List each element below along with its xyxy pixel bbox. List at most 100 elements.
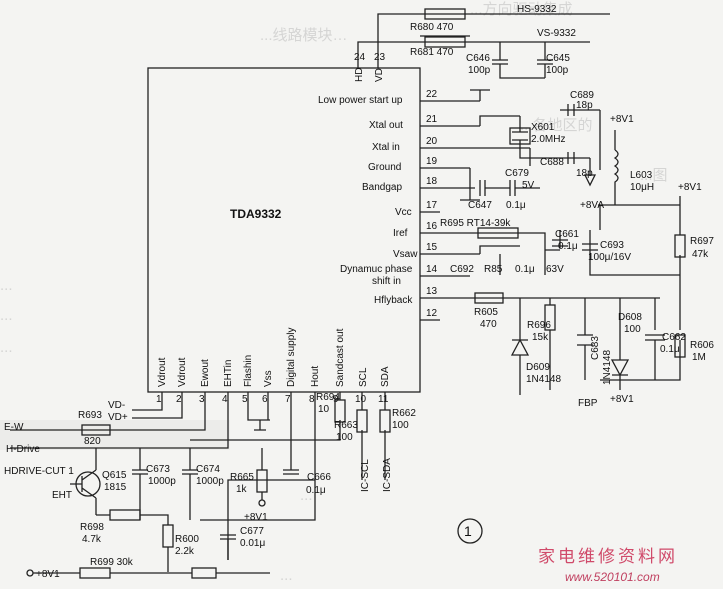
label-c647-val: 0.1μ [506, 200, 526, 211]
r605-body [474, 292, 504, 304]
label-c679: C679 [505, 168, 529, 179]
c645-c646-caps [492, 42, 553, 79]
label-r697-val: 47k [692, 249, 709, 260]
label-c646: C646 [466, 53, 490, 64]
label-c647: C647 [468, 200, 492, 211]
bleed-text-6: ... [0, 307, 13, 324]
label-c689-val: 18p [576, 100, 593, 111]
label-c693: C693 [600, 240, 624, 251]
bottom-pin-wires [10, 392, 386, 560]
pin-num-24: 24 [354, 52, 366, 63]
label-c666-val: 0.1μ [306, 485, 326, 496]
r697-r606-wires [600, 196, 681, 381]
bleed-text-8: ... [300, 487, 313, 504]
ic-tda9332: TDA9332 [147, 67, 421, 393]
label-r662: R662 [392, 408, 416, 419]
pin-num-15: 15 [426, 242, 438, 253]
bottom-pin-labels: Vdrout Vdrout Ewout EHTin Flashin Vss Di… [157, 328, 391, 387]
top-pin-wires [357, 13, 610, 68]
net-eht: EHT [52, 490, 72, 501]
r699-body [79, 567, 111, 579]
resistor-unlabeled [191, 567, 217, 579]
label-c645-val: 100p [546, 65, 569, 76]
label-c693-val: 100μ/16V [588, 252, 631, 263]
pin-label-13: Hflyback [374, 295, 413, 306]
label-r600: R600 [175, 534, 199, 545]
label-8v1-e: +8V1 [36, 569, 60, 580]
label-d609-val: 1N4148 [526, 374, 561, 385]
label-r699: R699 30k [90, 557, 134, 568]
diode-d608 [610, 359, 630, 377]
pin-label-14a: Dynamuc phase [340, 264, 413, 275]
figure-number: 1 [457, 518, 483, 544]
r662-body [379, 409, 391, 433]
pin-num-10: 10 [355, 394, 367, 405]
label-c674: C674 [196, 464, 220, 475]
label-r85-volt: 63V [546, 264, 564, 275]
net-ew: E-W [4, 422, 24, 433]
pin-label-9: Sandcast out [335, 328, 346, 387]
label-c688-val: 18p [576, 168, 593, 179]
pin-label-17: Vcc [395, 207, 412, 218]
label-r694: R694 [316, 392, 340, 403]
bandgap-caps: C679 5V C647 0.1μ [460, 168, 540, 211]
pin-label-5: Flashin [243, 355, 254, 387]
label-c677-val: 0.01μ [240, 538, 265, 549]
r697-r606-branch: +8V1 R697 47k R606 1M [600, 182, 714, 381]
label-r605-val: 470 [480, 319, 497, 330]
label-x601: X601 [531, 122, 555, 133]
label-c677: C677 [240, 526, 264, 537]
crystal-wiring [470, 89, 601, 187]
label-8v1-d: +8V1 [244, 512, 268, 523]
pin-label-6: Vss [263, 370, 274, 387]
pin-label-14b: shift in [372, 276, 401, 287]
bleed-text-3: ...各地区的 [520, 117, 593, 134]
bottom-left-wires [96, 514, 236, 572]
pin-num-11: 11 [378, 394, 389, 405]
pin-num-13: 13 [426, 286, 438, 297]
pin-num-5: 5 [242, 394, 248, 405]
pin-num-22: 22 [426, 89, 438, 100]
watermark-url: www.520101.com [565, 570, 660, 584]
net-hs: HS-9332 [517, 4, 557, 15]
label-c692: C692 [450, 264, 474, 275]
label-r697: R697 [690, 236, 714, 247]
r680-body [424, 8, 466, 20]
crystal-x601 [509, 127, 531, 145]
right-pin-stubs [420, 100, 530, 321]
pin-label-21: Xtal out [369, 120, 403, 131]
right-pin-numbers: 22 21 20 19 18 17 16 15 14 13 12 [420, 89, 530, 321]
hflyback-wires [470, 297, 665, 390]
pin-num-20: 20 [426, 136, 438, 147]
pin-num-7: 7 [285, 394, 291, 405]
bottom-left-circuit: VD- VD+ E-W R693 820 H-Drive HDRIVE-CUT … [4, 392, 416, 580]
label-c673: C673 [146, 464, 170, 475]
label-c662: C662 [662, 332, 686, 343]
ic-body [147, 67, 421, 393]
label-d609: D609 [526, 362, 550, 373]
label-c661-val: 0.1μ [558, 241, 578, 252]
pin-num-4: 4 [222, 394, 228, 405]
label-r85: R85 [484, 264, 503, 275]
pin-num-3: 3 [199, 394, 205, 405]
label-c688: C688 [540, 157, 564, 168]
label-c646-val: 100p [468, 65, 491, 76]
pin-num-8: 8 [309, 394, 315, 405]
net-vd-minus: VD- [108, 400, 125, 411]
pin-num-19: 19 [426, 156, 438, 167]
label-r665: R665 [230, 472, 254, 483]
label-c679-val: 5V [522, 180, 535, 191]
bleed-text-7: ... [0, 339, 13, 356]
pin-num-18: 18 [426, 176, 438, 187]
label-q615: Q615 [102, 470, 127, 481]
label-c683: C683 [590, 336, 601, 360]
r695-body [477, 227, 519, 239]
label-c661: C661 [555, 229, 579, 240]
label-r663-val: 100 [336, 432, 353, 443]
pin-num-14: 14 [426, 264, 438, 275]
pin-num-1: 1 [156, 394, 162, 405]
label-8v1-c: +8V1 [610, 394, 634, 405]
net-vd-plus: VD+ [108, 412, 128, 423]
